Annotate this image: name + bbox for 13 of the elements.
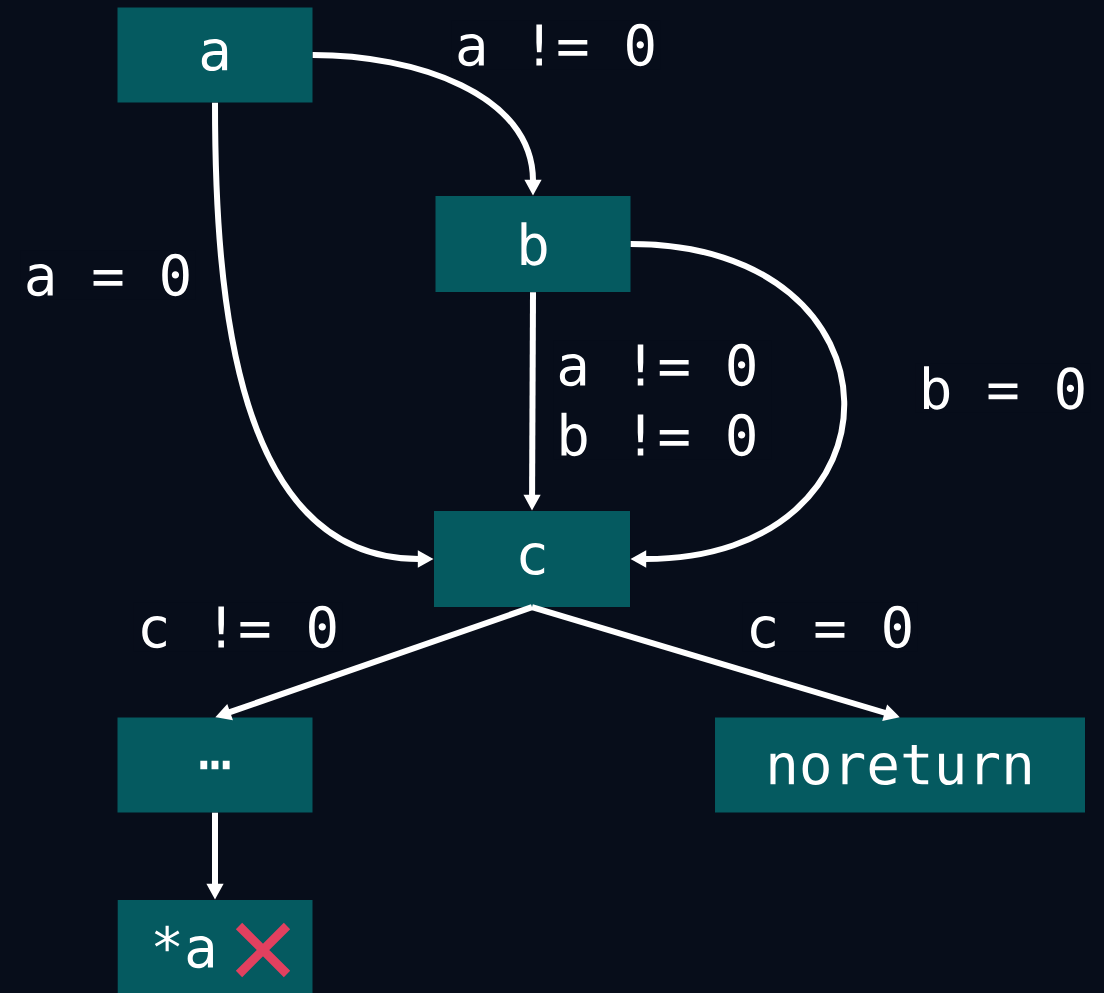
edge-label: b = 0 bbox=[915, 363, 1091, 413]
process-box: *a bbox=[117, 900, 313, 993]
process-box: a bbox=[117, 7, 313, 103]
process-box: … bbox=[117, 717, 313, 813]
edge-label: a != 0 b != 0 bbox=[553, 340, 772, 460]
process-box: noreturn bbox=[715, 717, 1085, 813]
arrow bbox=[630, 241, 847, 568]
edge-label: a != 0 bbox=[451, 20, 661, 70]
edge-label: c != 0 bbox=[133, 602, 343, 652]
process-box: b bbox=[435, 196, 631, 292]
edge-label: a = 0 bbox=[20, 250, 196, 300]
process-box: c bbox=[434, 511, 630, 607]
edge-label: c = 0 bbox=[742, 602, 918, 652]
